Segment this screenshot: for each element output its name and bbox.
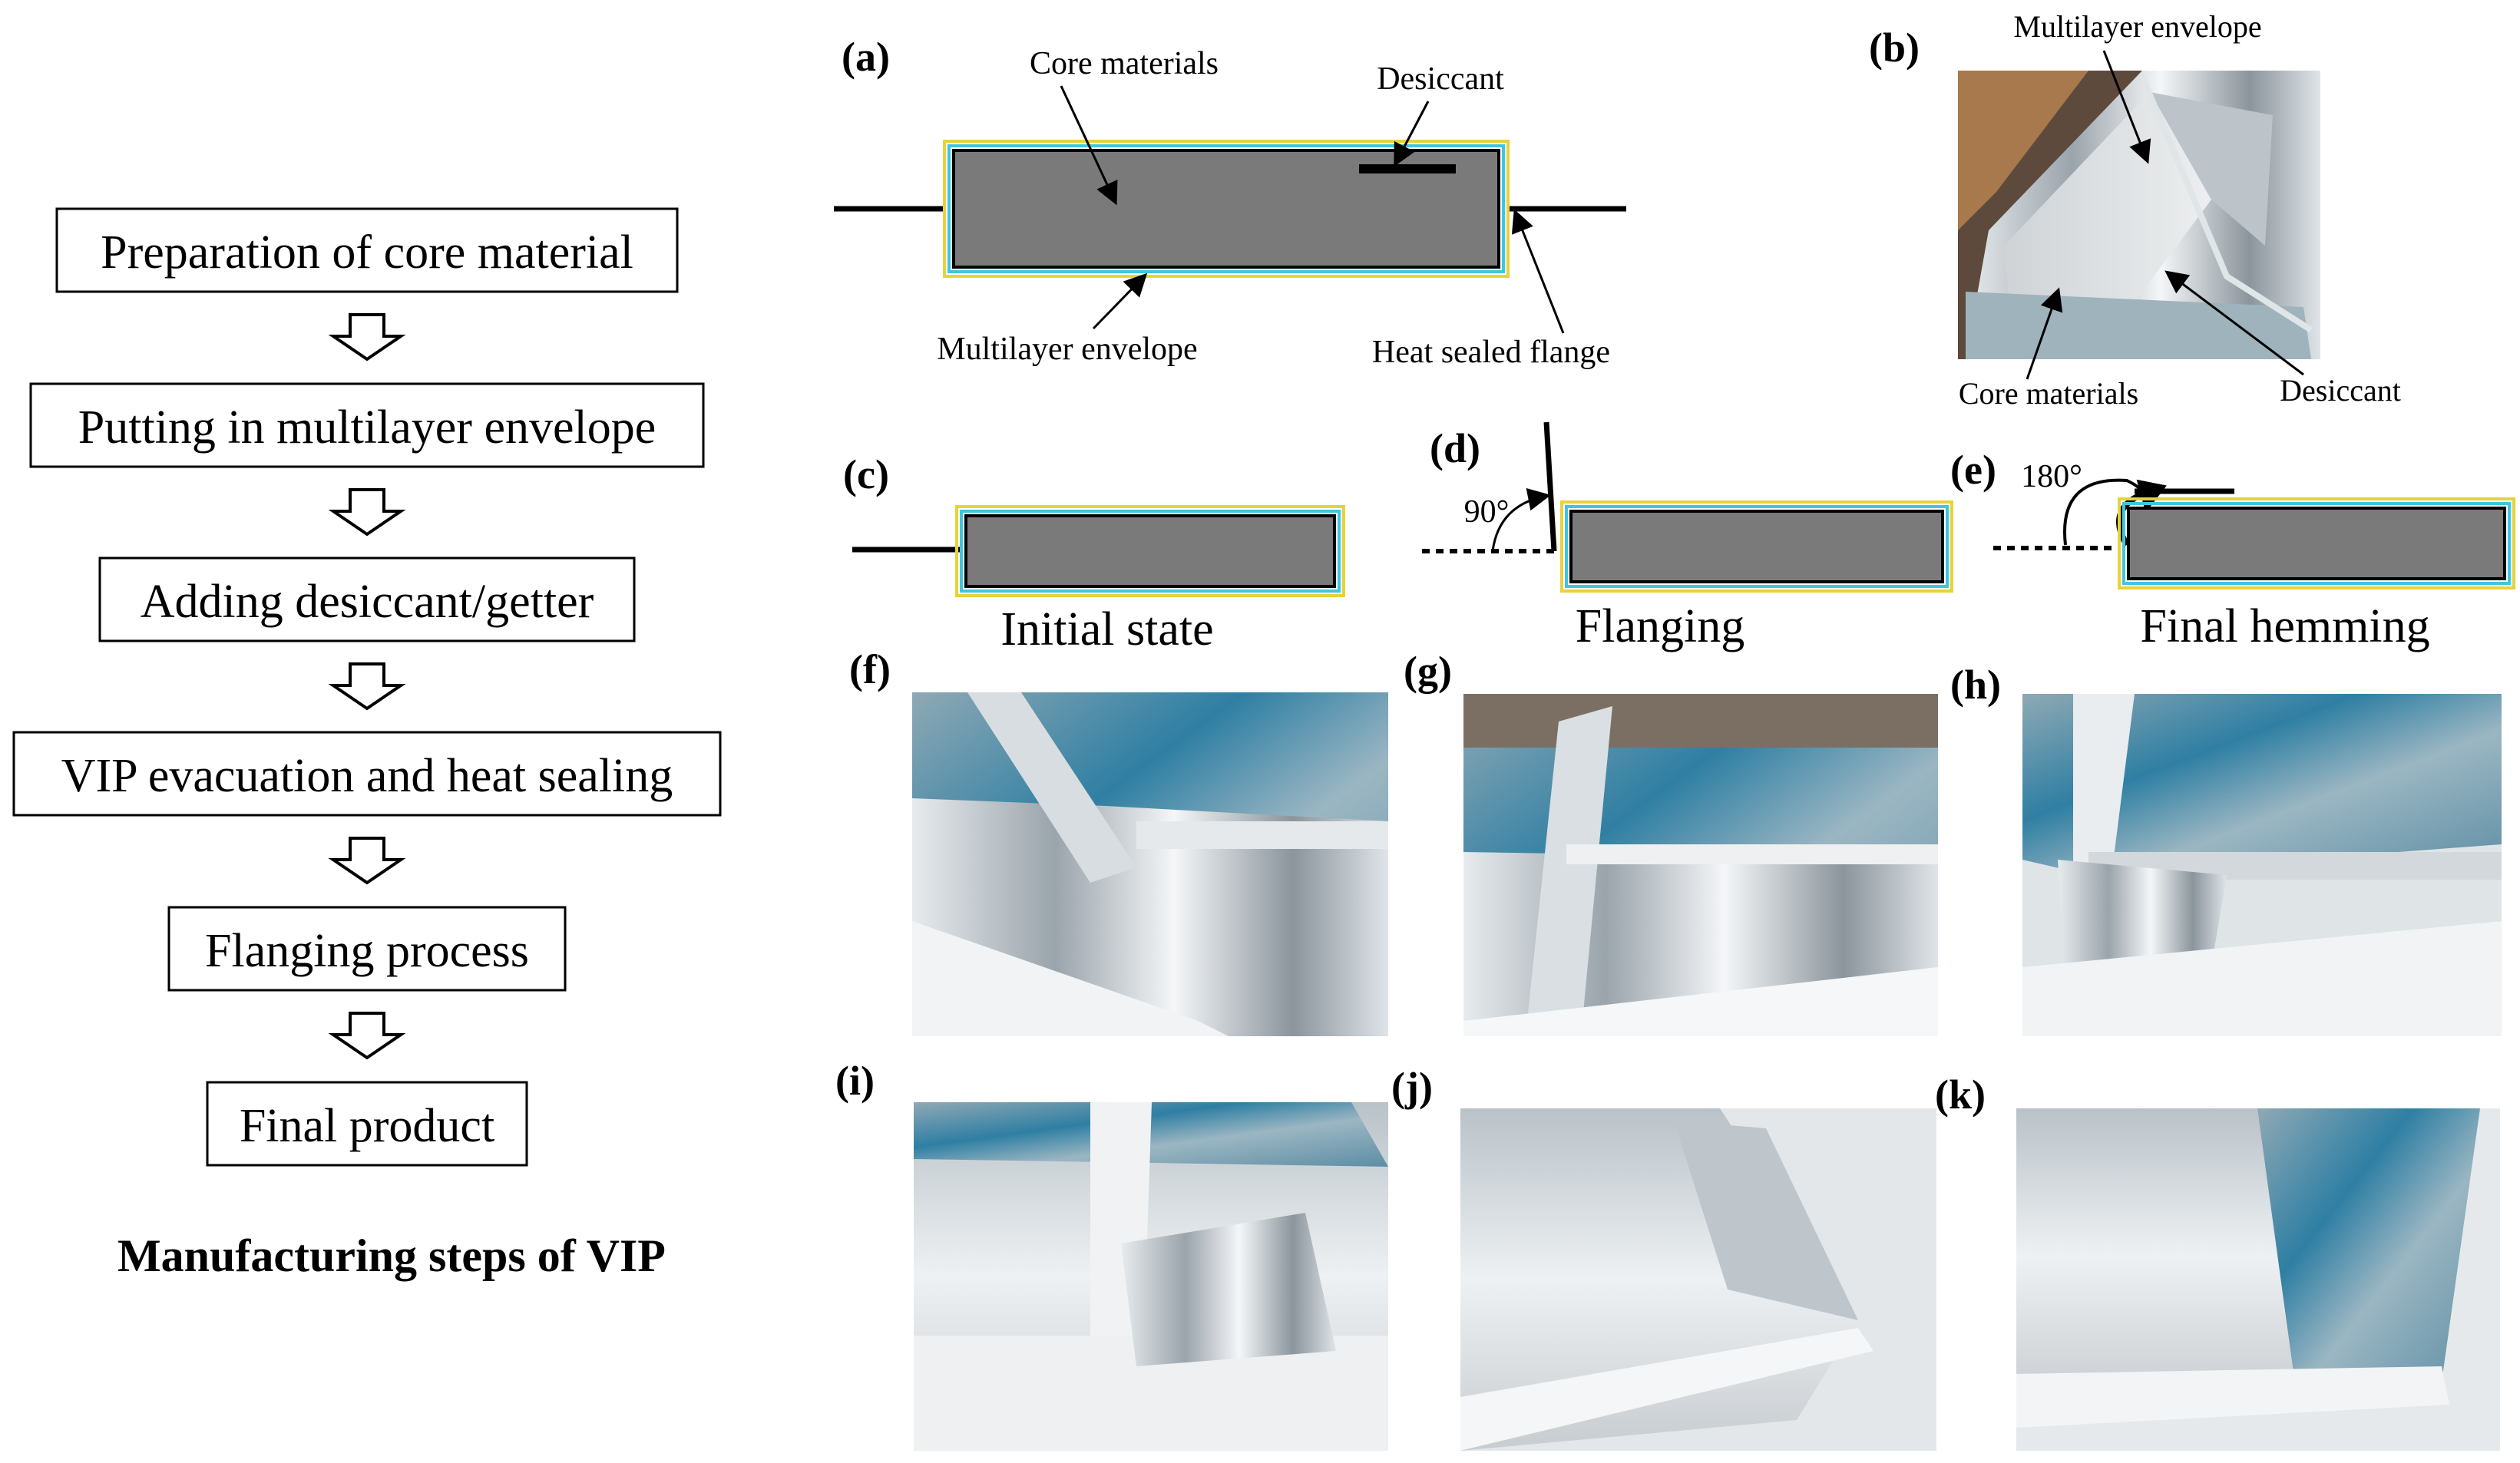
core-material — [1569, 510, 1944, 583]
core-materials-label: Core materials — [1030, 46, 1219, 81]
envelope-outer — [943, 140, 1510, 278]
step-2-box: Putting in multilayer envelope — [29, 382, 705, 468]
panel-e: (e) 180° Final hemming — [1950, 447, 2515, 652]
panel-b-tag: (b) — [1869, 25, 1920, 71]
panel-a: (a) Core materials Desiccant Multilayer … — [834, 34, 1626, 370]
panel-c: (c) Initial state — [843, 451, 1345, 656]
panel-b: (b) Multilayer envelope Core materials D… — [1869, 9, 2401, 411]
step-6-box: Final product — [206, 1081, 528, 1167]
photo-k-tag: (k) — [1935, 1072, 1986, 1118]
step-5-box: Flanging process — [167, 906, 567, 992]
initial-state-caption: Initial state — [1000, 603, 1213, 656]
flowchart: Preparation of core material Putting in … — [12, 207, 722, 1281]
step-2-label: Putting in multilayer envelope — [78, 401, 656, 454]
panel-c-tag: (c) — [843, 451, 889, 497]
photo-h-tag: (h) — [1950, 662, 2001, 708]
raised-flange — [1543, 421, 1557, 552]
step-6-label: Final product — [240, 1100, 494, 1152]
step-1-box: Preparation of core material — [55, 207, 679, 293]
photo-g-tag: (g) — [1404, 648, 1452, 694]
final-hemming-caption: Final hemming — [2140, 600, 2429, 652]
down-arrow-icon — [328, 837, 406, 885]
angle-180-label: 180° — [2021, 459, 2082, 494]
photo-f: (f) — [849, 646, 1388, 1036]
photo-h: (h) — [1950, 662, 2502, 1036]
photo-desiccant-label: Desiccant — [2280, 373, 2401, 408]
multilayer-envelope-label: Multilayer envelope — [937, 332, 1197, 367]
heat-sealed-flange-label: Heat sealed flange — [1372, 335, 1610, 370]
down-arrow-icon — [328, 313, 406, 362]
panel-e-tag: (e) — [1950, 447, 1996, 493]
core-material — [2127, 507, 2506, 580]
photo-i-tag: (i) — [835, 1058, 875, 1104]
flanging-caption: Flanging — [1576, 600, 1744, 652]
step-3-box: Adding desiccant/getter — [98, 556, 636, 642]
desiccant — [1359, 164, 1456, 173]
step-3-label: Adding desiccant/getter — [141, 576, 594, 628]
photo-i: (i) — [835, 1058, 1388, 1451]
photo-f-tag: (f) — [849, 646, 891, 692]
down-arrow-icon — [328, 662, 406, 711]
step-1-label: Preparation of core material — [101, 226, 633, 279]
core-material — [964, 514, 1336, 588]
desiccant-label: Desiccant — [1377, 61, 1504, 97]
panel-a-tag: (a) — [842, 34, 890, 80]
photo-envelope-label: Multilayer envelope — [2013, 9, 2261, 44]
down-arrow-icon — [328, 488, 406, 537]
step-4-label: VIP evacuation and heat sealing — [61, 750, 673, 802]
flowchart-caption: Manufacturing steps of VIP — [117, 1230, 666, 1281]
photo-j: (j) — [1391, 1064, 1936, 1451]
step-4-box: VIP evacuation and heat sealing — [12, 731, 722, 817]
photo-j-tag: (j) — [1391, 1064, 1433, 1110]
panel-d: (d) 90° Flanging — [1422, 421, 1953, 652]
photo-k: (k) — [1935, 1072, 2500, 1451]
panel-d-tag: (d) — [1430, 425, 1480, 471]
vip-photo — [1958, 71, 2320, 359]
step-5-label: Flanging process — [205, 925, 529, 977]
photo-g: (g) — [1404, 648, 1938, 1036]
envelope-inner — [947, 144, 1505, 273]
down-arrow-icon — [328, 1012, 406, 1060]
angle-90-label: 90° — [1464, 494, 1510, 530]
photo-core-label: Core materials — [1959, 376, 2138, 411]
